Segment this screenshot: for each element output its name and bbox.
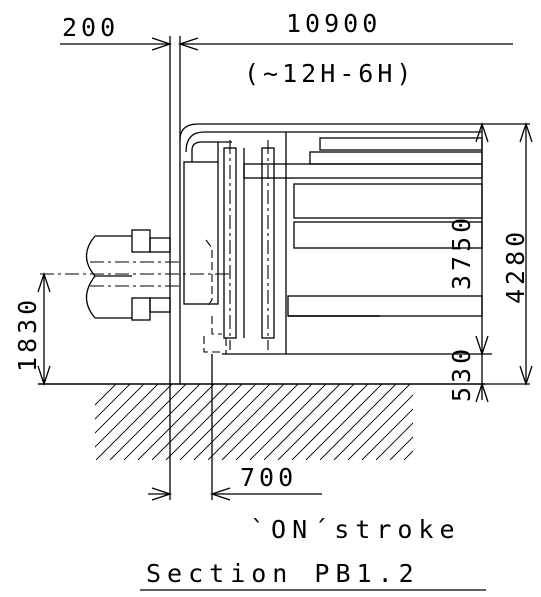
dim-axis-height: 1830 [13,296,42,372]
hatch-line [502,384,541,460]
hatch-line [305,384,383,460]
hatch-line [207,384,285,460]
hatch-line [319,384,397,460]
hatch-line [516,384,541,460]
hatch-line [95,384,117,406]
hatch-line [347,394,413,460]
hatch-line [375,422,413,460]
hatch-line [179,384,257,460]
section-title: Section PB1.2 [146,559,420,588]
hatch-line [137,384,215,460]
hatch-line [474,384,541,460]
ground-hatch [95,384,541,460]
hatch-line [221,384,299,460]
hatch-line [95,384,131,420]
hatch-line [389,436,413,460]
hatch-line [249,384,327,460]
hatch-line [361,408,413,460]
axis-height-dimension [37,271,51,387]
dim-top-offset: 200 [62,13,119,42]
dim-top-length: 10900 [286,9,381,38]
dim-top-range: (~12H-6H) [244,59,415,88]
hatch-line [95,384,159,448]
frame-structure [179,123,483,384]
right-dimensions [475,121,533,403]
hatch-line [165,384,243,460]
dim-total-height: 4280 [501,228,530,304]
top-dimensions [60,36,513,500]
hatch-line [95,384,145,434]
dim-inner-height: 3750 [447,214,476,290]
hatch-line [95,384,173,460]
hatch-line [123,384,201,460]
dim-base-height: 530 [447,345,476,402]
hatch-line [235,384,313,460]
hatch-line [151,384,229,460]
hatch-line [333,384,411,460]
on-stroke-label: `ON´stroke [250,515,461,544]
stroke-dimension [148,354,322,501]
hatch-line [488,384,541,460]
shaft-assembly [40,229,232,321]
hatch-line [277,384,355,460]
hatch-line [193,384,271,460]
hatch-line [263,384,341,460]
hatch-line [291,384,369,460]
dim-stroke-length: 700 [240,463,297,492]
hatch-line [109,384,187,460]
